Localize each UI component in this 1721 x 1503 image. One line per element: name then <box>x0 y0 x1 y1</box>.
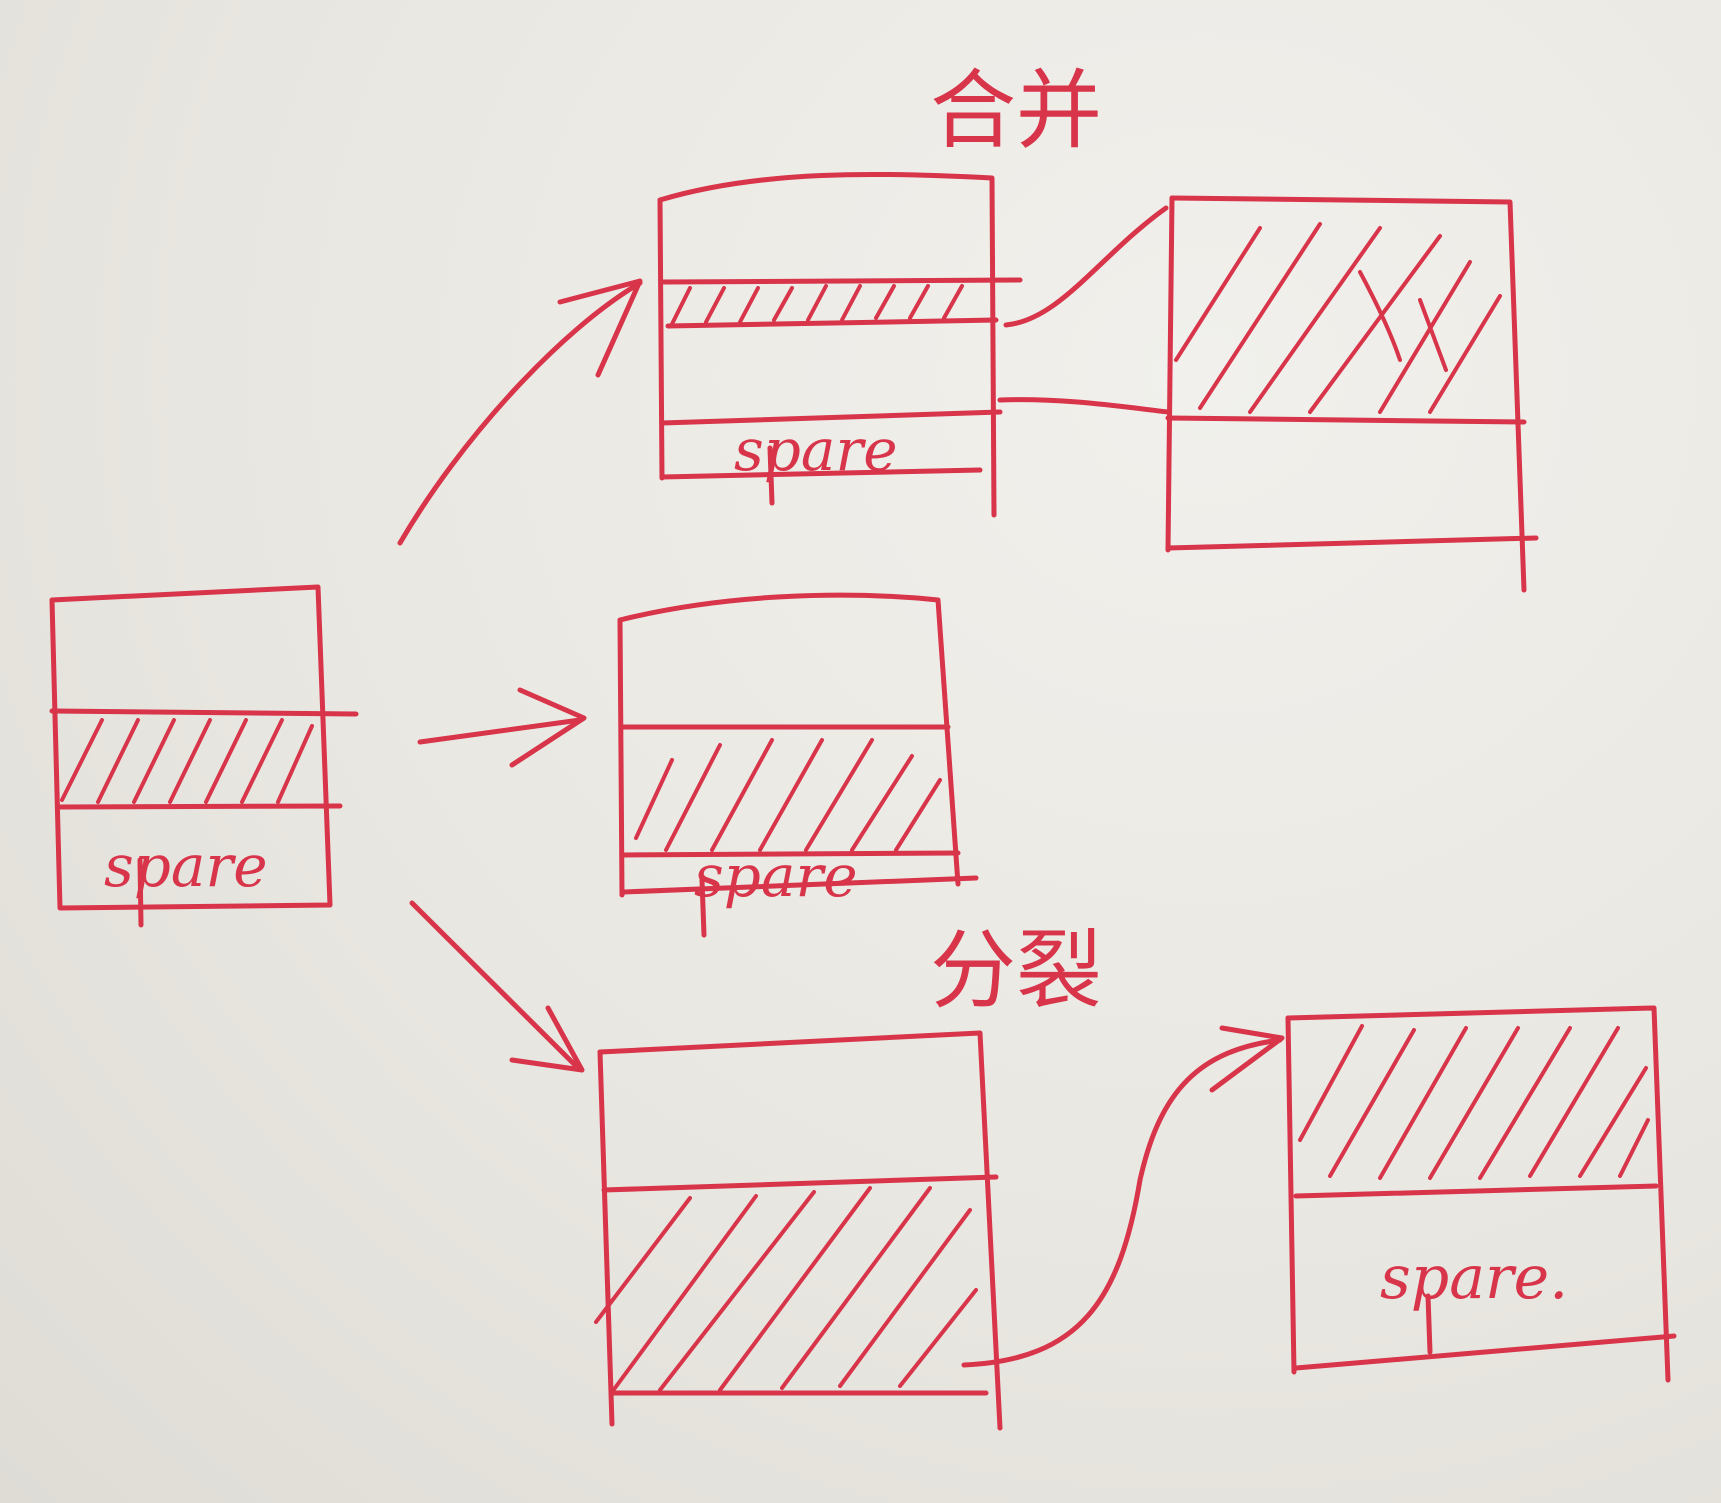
split-right-divider <box>1293 1183 1659 1199</box>
middle-spare-label: spare <box>694 842 858 910</box>
middle-page <box>617 592 979 938</box>
merge-left-divider-a <box>661 277 1023 285</box>
arrow-to-middle <box>417 687 587 768</box>
merge-label: 合并 <box>930 61 1102 161</box>
split-left-page <box>594 1030 1003 1431</box>
split-right-bottom <box>1293 1333 1677 1371</box>
split-right-outline <box>1285 1005 1671 1383</box>
merge-left-spare-tick <box>767 445 775 506</box>
merge-spare-label: spare <box>734 416 898 484</box>
merge-connector-bottom <box>997 397 1171 415</box>
split-right-page <box>1285 1005 1677 1383</box>
merge-left-outline <box>657 171 997 518</box>
merge-left-divider-b <box>665 317 999 329</box>
initial-spare-label: spare <box>104 832 268 900</box>
split-right-spare-tick <box>1425 1293 1433 1355</box>
initial-data-hatch <box>60 718 314 804</box>
initial-divider-bottom <box>55 803 343 810</box>
middle-bottom <box>621 875 979 895</box>
middle-spare-tick <box>699 877 707 938</box>
merge-right-outline <box>1169 195 1527 593</box>
initial-page <box>49 584 359 928</box>
initial-spare-tick <box>137 857 144 928</box>
split-right-data-hatch <box>1298 1024 1650 1180</box>
merge-right-page <box>1165 195 1539 593</box>
merge-left-divider-c <box>659 409 1003 426</box>
split-right-spare-label: spare. <box>1380 1243 1568 1313</box>
initial-divider-top <box>49 708 359 717</box>
middle-page-outline <box>617 592 961 887</box>
middle-divider-lower <box>621 850 961 858</box>
split-left-divider <box>601 1174 999 1193</box>
merge-left-data-hatch <box>670 284 964 326</box>
merge-left-page <box>657 171 1023 518</box>
arrow-to-split <box>409 900 585 1073</box>
merge-right-data-hatch <box>1174 222 1502 414</box>
middle-data-hatch <box>634 738 942 852</box>
merge-right-divider <box>1165 415 1527 425</box>
split-left-data-hatch <box>594 1186 978 1394</box>
merge-connector-top <box>1003 205 1169 328</box>
split-connector <box>961 1025 1285 1368</box>
split-label: 分裂 <box>930 921 1102 1021</box>
merge-left-bottom <box>659 467 983 480</box>
split-left-outline <box>597 1030 1003 1431</box>
arrow-to-merge <box>397 278 643 546</box>
merge-right-bottom <box>1165 535 1539 551</box>
